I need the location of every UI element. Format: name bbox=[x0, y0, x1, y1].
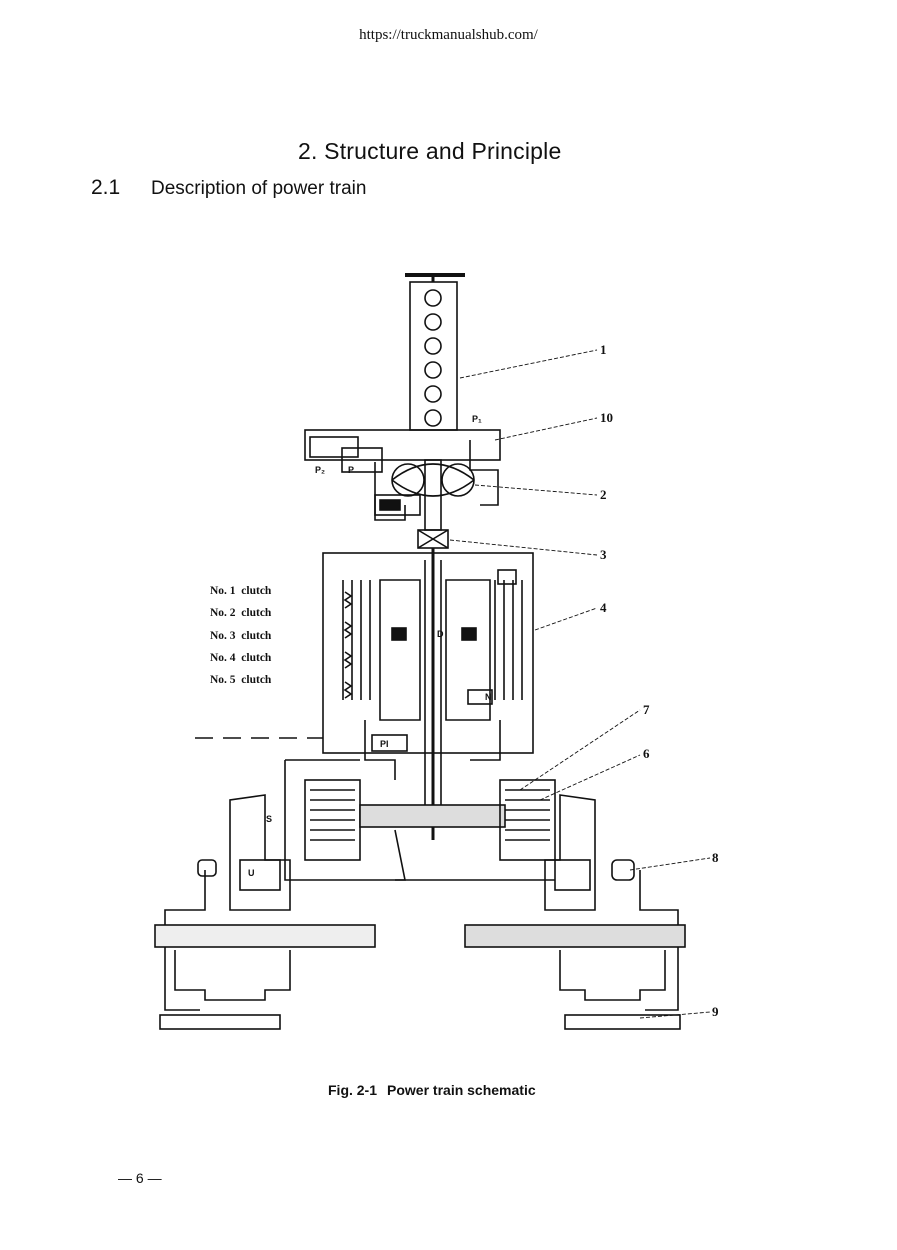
label-p2: P₂ bbox=[315, 465, 325, 475]
callout-3: 3 bbox=[600, 547, 607, 562]
callout-9: 9 bbox=[712, 1004, 719, 1019]
label-s: S bbox=[266, 814, 272, 824]
clutch-label: No. 3 clutch bbox=[210, 629, 272, 642]
figure-caption: Fig. 2-1 Power train schematic bbox=[328, 1082, 536, 1098]
label-n: N bbox=[485, 692, 492, 702]
callout-8: 8 bbox=[712, 850, 719, 865]
label-pi: PI bbox=[380, 739, 389, 749]
callout-6: 6 bbox=[643, 746, 650, 761]
figure-label: Fig. 2-1 bbox=[328, 1082, 378, 1098]
label-u: U bbox=[248, 868, 255, 878]
subsection-heading: 2.1 Description of power train bbox=[91, 176, 366, 200]
clutch-label: No. 5 clutch bbox=[210, 674, 272, 687]
label-p: P bbox=[348, 465, 354, 475]
clutch-list: No. 1 clutch No. 2 clutch No. 3 clutch N… bbox=[210, 580, 271, 691]
callout-1: 1 bbox=[600, 342, 607, 357]
clutch-label: No. 4 clutch bbox=[210, 651, 272, 664]
callout-4: 4 bbox=[600, 600, 607, 615]
figure-title: Power train schematic bbox=[387, 1082, 536, 1098]
label-p1: P₁ bbox=[472, 414, 482, 424]
clutch-label: No. 1 clutch bbox=[210, 585, 272, 597]
subsection-number: 2.1 bbox=[91, 176, 121, 199]
page-number: — 6 — bbox=[118, 1170, 162, 1186]
callout-2: 2 bbox=[600, 487, 607, 502]
source-url: https://truckmanualshub.com/ bbox=[359, 27, 538, 43]
section-title: 2. Structure and Principle bbox=[298, 138, 562, 164]
label-d: D bbox=[437, 629, 444, 639]
callout-7: 7 bbox=[643, 702, 650, 717]
clutch-label: No. 2 clutch bbox=[210, 607, 272, 620]
subsection-title: Description of power train bbox=[151, 178, 367, 199]
callout-10: 10 bbox=[600, 410, 613, 425]
